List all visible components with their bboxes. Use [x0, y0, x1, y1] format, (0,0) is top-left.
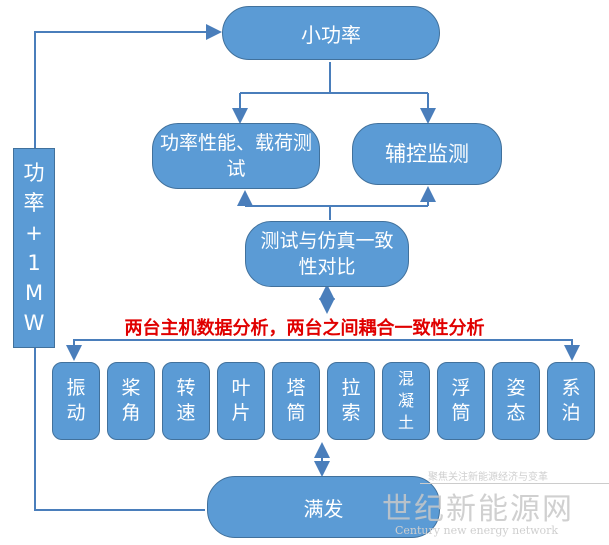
- item-tower: 塔筒: [272, 362, 320, 440]
- node-low-power: 小功率: [222, 6, 440, 60]
- side-char: 率: [23, 191, 45, 215]
- analysis-label: 两台主机数据分析，两台之间耦合一致性分析: [124, 318, 485, 339]
- item-buoy: 浮筒: [437, 362, 485, 440]
- watermark-logo: 世纪新能源网: [382, 492, 574, 527]
- item-cable: 拉索: [327, 362, 375, 440]
- side-char: 功: [23, 161, 45, 185]
- watermark: 聚焦关注新能源经济与变革 世纪新能源网 Century new energy n…: [382, 468, 609, 537]
- item-pitch-angle: 桨角: [107, 362, 155, 440]
- side-char: M: [24, 281, 44, 305]
- item-attitude: 姿态: [492, 362, 540, 440]
- item-mooring: 系泊: [547, 362, 595, 440]
- side-char: W: [23, 311, 45, 335]
- node-aux-monitor: 辅控监测: [352, 123, 502, 185]
- node-full-power: 满发: [207, 476, 440, 538]
- watermark-slogan: 聚焦关注新能源经济与变革: [420, 468, 609, 484]
- item-vibration: 振动: [52, 362, 100, 440]
- item-rotor-speed: 转速: [162, 362, 210, 440]
- watermark-english: Century new energy network: [395, 524, 559, 537]
- node-power-load-test: 功率性能、载荷测试: [152, 123, 320, 189]
- item-concrete: 混凝土: [382, 362, 430, 440]
- item-blade: 叶片: [217, 362, 265, 440]
- side-char: +: [25, 221, 43, 245]
- node-test-sim-compare: 测试与仿真一致性对比: [245, 221, 409, 287]
- side-label-power-plus-1mw: 功 率 + 1 M W: [13, 148, 55, 348]
- side-char: 1: [27, 251, 41, 275]
